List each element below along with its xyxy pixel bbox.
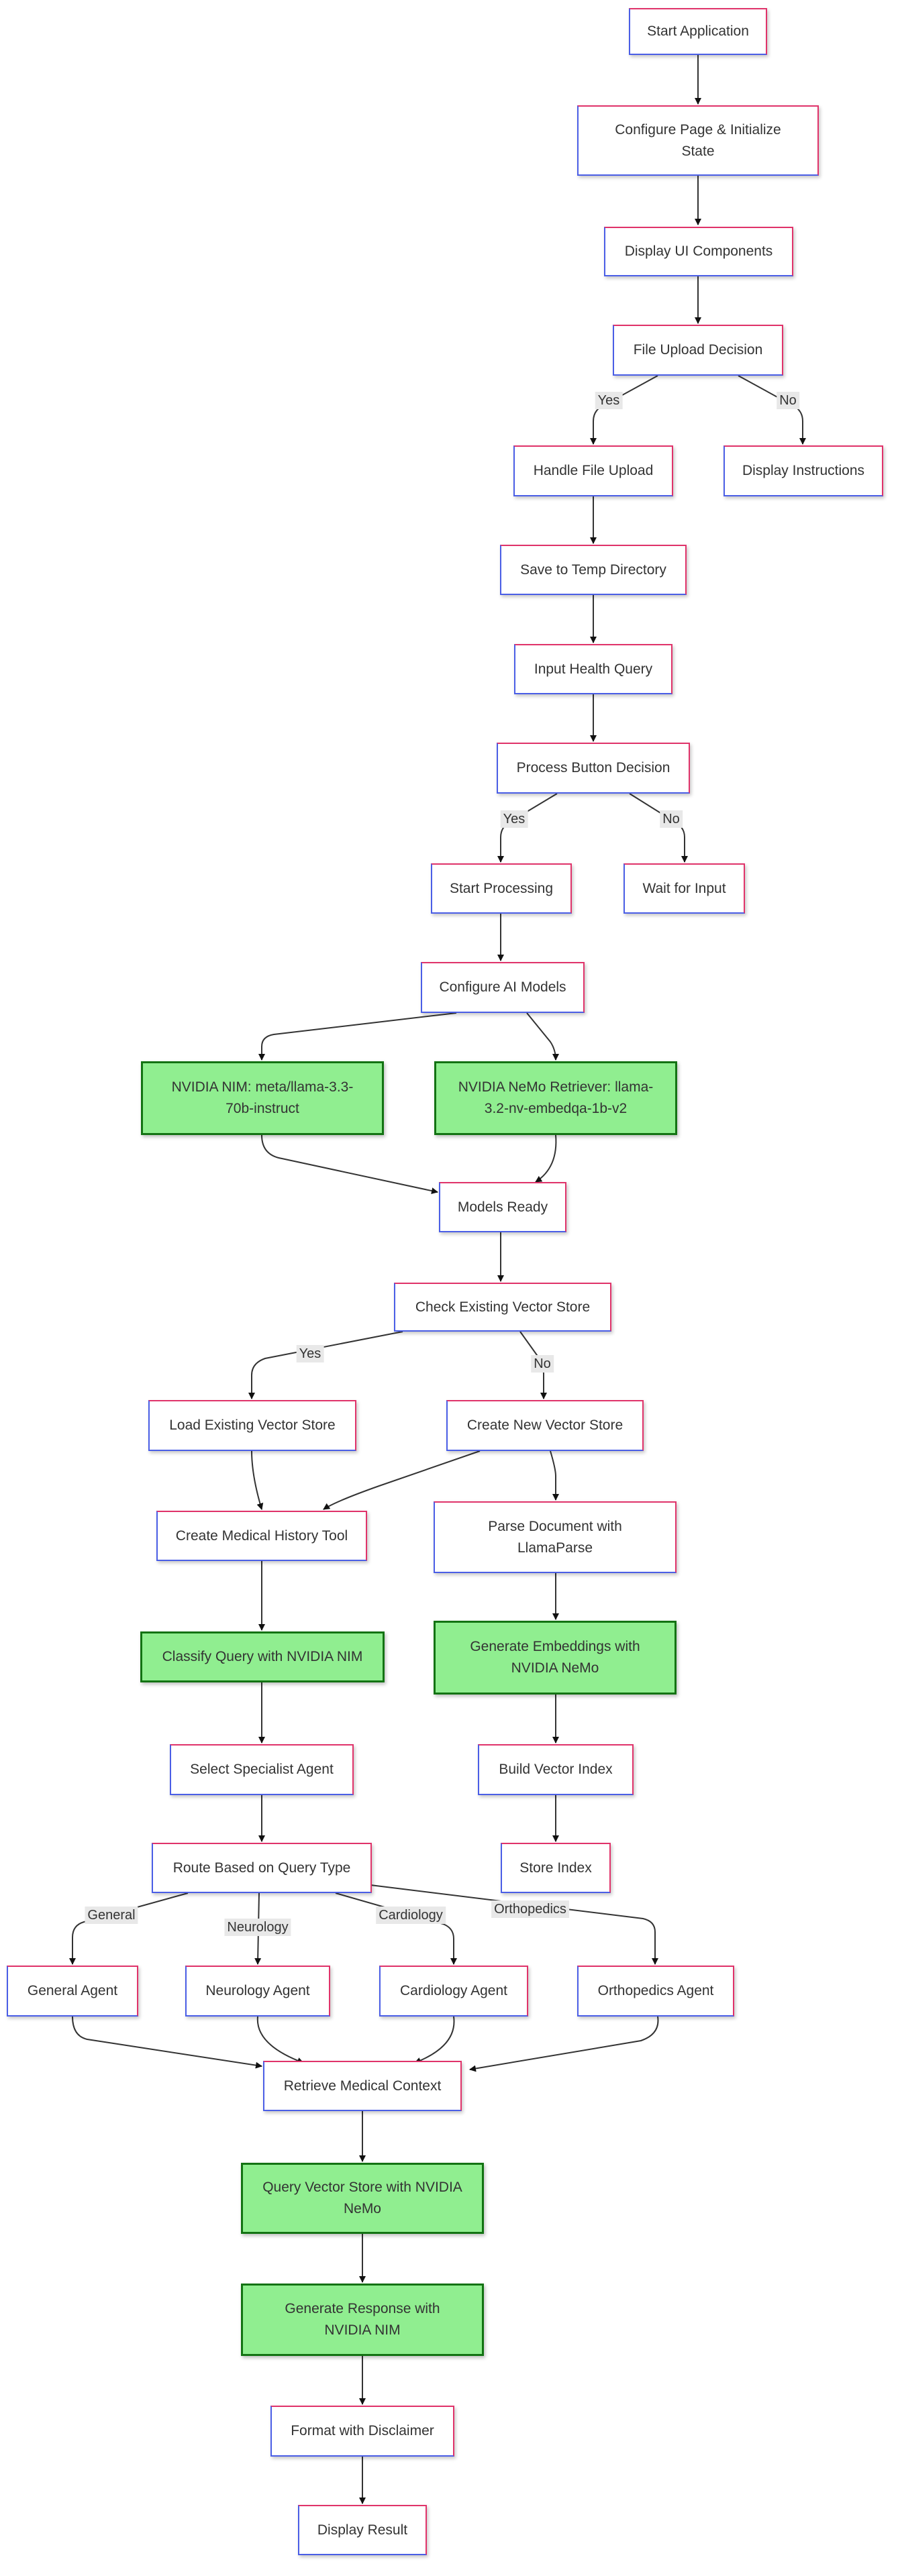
node-save-temp-directory: Save to Temp Directory (500, 545, 687, 595)
node-build-vector-index: Build Vector Index (478, 1744, 634, 1795)
edge-neurology-to-retrieve (256, 2016, 304, 2064)
edge-upload-yes (590, 375, 658, 445)
edge-process-no (629, 793, 688, 863)
node-handle-file-upload: Handle File Upload (513, 445, 673, 496)
edge-create-store-to-parse (550, 1450, 559, 1501)
node-input-health-query: Input Health Query (514, 644, 672, 694)
node-models-ready: Models Ready (439, 1182, 566, 1232)
edge-general-to-retrieve (72, 2016, 262, 2069)
edge-configure-ai-to-nemo (526, 1012, 559, 1061)
edge-route-orthopedics (370, 1884, 658, 1965)
node-display-result: Display Result (298, 2505, 427, 2555)
node-display-ui-components: Display UI Components (604, 227, 793, 276)
node-start-application: Start Application (629, 8, 767, 55)
node-store-index: Store Index (501, 1843, 611, 1893)
edge-label-process-no: No (660, 810, 683, 828)
edge-process-yes (497, 793, 558, 863)
edge-nim-to-models-ready (261, 1134, 438, 1194)
edge-configure-ai-to-nim (258, 1012, 457, 1061)
edge-upload-no (738, 375, 806, 445)
node-format-with-disclaimer: Format with Disclaimer (270, 2406, 454, 2457)
node-orthopedics-agent: Orthopedics Agent (577, 1966, 734, 2017)
node-nvidia-nim-llm: NVIDIA NIM: meta/llama-3.3- 70b-instruct (141, 1061, 384, 1135)
node-neurology-agent: Neurology Agent (185, 1966, 330, 2017)
node-nvidia-nemo-retriever: NVIDIA NeMo Retriever: llama- 3.2-nv-emb… (434, 1061, 677, 1135)
edge-create-store-to-history-tool (323, 1450, 481, 1510)
node-select-specialist-agent: Select Specialist Agent (170, 1744, 354, 1795)
node-parse-document-llamaparse: Parse Document with LlamaParse (434, 1501, 677, 1573)
node-cardiology-agent: Cardiology Agent (379, 1966, 528, 2017)
edge-label-process-yes: Yes (500, 810, 528, 828)
edge-label-route-cardiology: Cardiology (376, 1907, 446, 1924)
node-retrieve-medical-context: Retrieve Medical Context (263, 2061, 462, 2111)
node-generate-response-nim: Generate Response with NVIDIA NIM (241, 2284, 484, 2356)
node-file-upload-decision: File Upload Decision (613, 325, 783, 376)
edge-label-upload-no: No (777, 392, 799, 409)
node-configure-ai-models: Configure AI Models (421, 962, 585, 1013)
edge-label-route-general: General (85, 1907, 138, 1924)
edge-cardiology-to-retrieve (414, 2016, 455, 2064)
edge-label-store-no: No (531, 1355, 554, 1373)
edge-route-cardiology (335, 1892, 457, 1965)
edge-label-route-neurology: Neurology (224, 1919, 291, 1936)
node-classify-query-nim: Classify Query with NVIDIA NIM (140, 1631, 385, 1682)
node-query-vector-store-nemo: Query Vector Store with NVIDIA NeMo (241, 2163, 484, 2234)
node-load-existing-vector-store: Load Existing Vector Store (148, 1400, 356, 1451)
node-general-agent: General Agent (7, 1966, 138, 2017)
edge-label-store-yes: Yes (296, 1345, 324, 1362)
edge-route-general (69, 1892, 189, 1965)
node-generate-embeddings-nemo: Generate Embeddings with NVIDIA NeMo (434, 1621, 677, 1695)
node-check-existing-vector-store: Check Existing Vector Store (394, 1283, 611, 1332)
node-start-processing: Start Processing (431, 863, 572, 914)
node-configure-page: Configure Page & Initialize State (577, 105, 819, 176)
node-display-instructions: Display Instructions (724, 445, 883, 496)
edge-load-store-to-history-tool (251, 1450, 264, 1510)
edge-label-upload-yes: Yes (595, 392, 623, 409)
node-create-medical-history-tool: Create Medical History Tool (156, 1511, 367, 1561)
edge-label-route-orthopedics: Orthopedics (491, 1900, 569, 1918)
edge-store-yes (248, 1331, 403, 1399)
node-wait-for-input: Wait for Input (623, 863, 745, 914)
node-create-new-vector-store: Create New Vector Store (446, 1400, 644, 1451)
edge-nemo-to-models-ready (535, 1134, 557, 1183)
node-process-button-decision: Process Button Decision (497, 743, 690, 794)
edge-orthopedics-to-retrieve (469, 2016, 659, 2072)
node-route-query-type: Route Based on Query Type (152, 1843, 372, 1893)
